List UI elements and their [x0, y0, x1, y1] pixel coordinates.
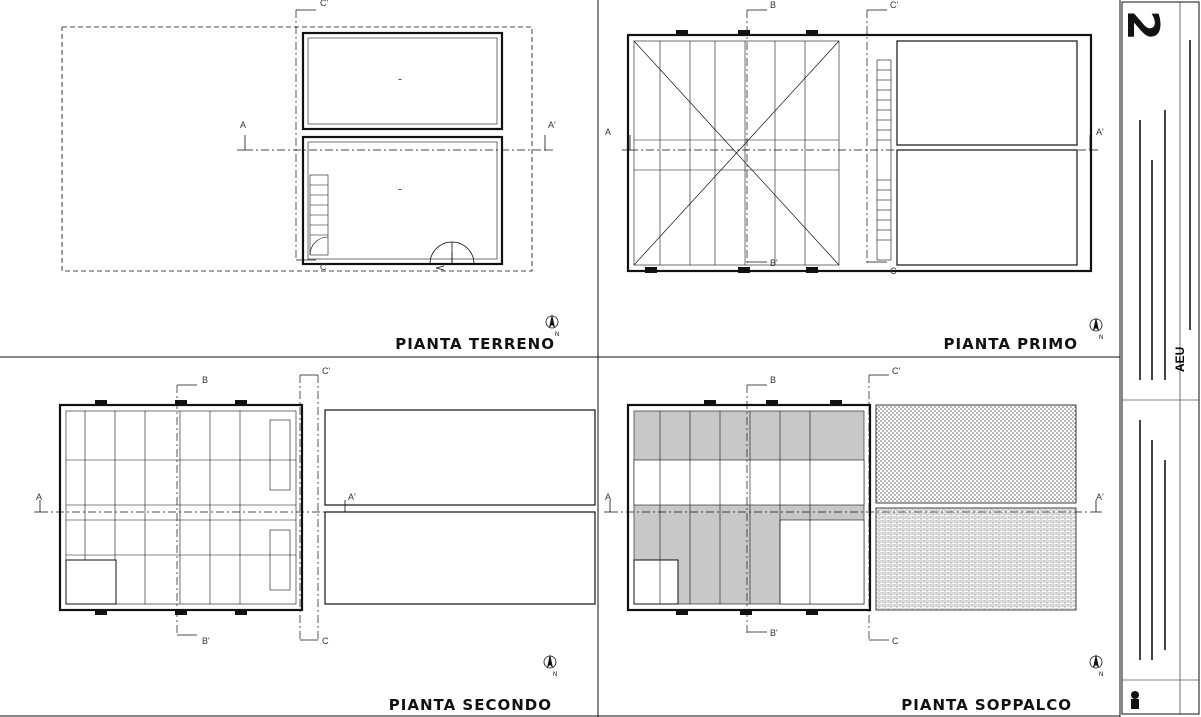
section-mark-a-prime: A' — [548, 120, 556, 130]
plan-terreno: ▬ ▬ A A' C' C N PIANTA TERRENO — [61, 0, 559, 353]
svg-text:N: N — [553, 672, 557, 678]
section-mark-c: C — [320, 262, 327, 272]
section-mark-a: A — [240, 120, 246, 130]
panel-dividers — [0, 0, 1121, 717]
section-mark-a: A — [605, 492, 611, 502]
section-mark-b: B — [770, 375, 776, 385]
section-mark-c-prime: C' — [322, 366, 330, 376]
north-arrow-icon: N — [543, 654, 557, 678]
sheet-number: 2 — [1117, 10, 1168, 41]
north-arrow-icon: N — [1089, 654, 1103, 678]
panel-title-secondo: PIANTA SECONDO — [389, 696, 552, 714]
panel-title-terreno: PIANTA TERRENO — [395, 335, 555, 353]
section-mark-b: B — [202, 375, 208, 385]
section-mark-b-prime: B' — [770, 258, 778, 268]
section-mark-a: A — [36, 492, 42, 502]
panel-title-soppalco: PIANTA SOPPALCO — [901, 696, 1072, 714]
panel-title-primo: PIANTA PRIMO — [944, 335, 1078, 353]
svg-text:N: N — [1099, 672, 1103, 678]
section-mark-a-prime: A' — [1096, 492, 1104, 502]
title-block: 2 AEU — [1117, 1, 1200, 715]
section-mark-c: C — [892, 636, 899, 646]
plan-secondo: A A' B B' C' C N PIANTA SECONDO — [34, 366, 596, 714]
plan-soppalco: A A' B B' C' C N PIANTA SOPPALCO — [604, 366, 1104, 714]
plan-primo: A A' B B' C' C N PIANTA PRIMO — [605, 0, 1104, 353]
svg-text:N: N — [555, 332, 559, 338]
section-mark-a-prime: A' — [1096, 127, 1104, 137]
section-mark-c-prime: C' — [320, 0, 328, 8]
section-mark-b-prime: B' — [770, 628, 778, 638]
svg-text:▬: ▬ — [399, 187, 402, 191]
svg-text:▬: ▬ — [399, 77, 402, 81]
section-mark-b-prime: B' — [202, 636, 210, 646]
section-mark-c: C — [890, 266, 897, 276]
section-mark-b: B — [770, 0, 776, 10]
section-mark-a: A — [605, 127, 611, 137]
section-mark-c: C — [322, 636, 329, 646]
section-mark-c-prime: C' — [892, 366, 900, 376]
logo-icon — [1131, 691, 1139, 709]
section-mark-a-prime: A' — [348, 492, 356, 502]
firm-label: AEU — [1173, 347, 1187, 372]
svg-text:N: N — [1099, 335, 1103, 341]
north-arrow-icon: N — [1089, 317, 1103, 341]
section-mark-c-prime: C' — [890, 0, 898, 10]
north-arrow-icon: N — [545, 314, 559, 338]
